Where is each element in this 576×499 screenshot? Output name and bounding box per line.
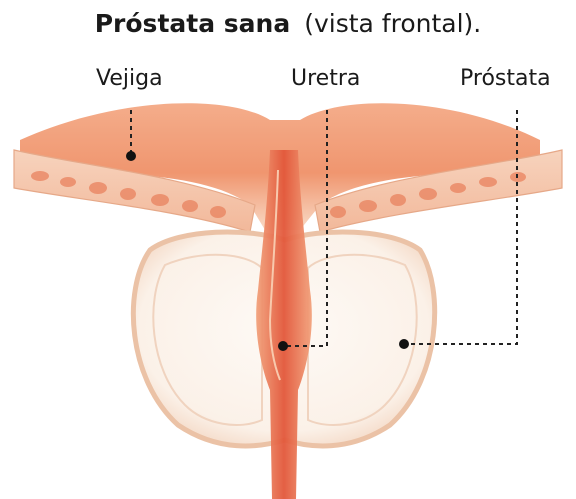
marker-prostata bbox=[399, 339, 409, 349]
marker-vejiga bbox=[126, 151, 136, 161]
marker-uretra bbox=[278, 341, 288, 351]
